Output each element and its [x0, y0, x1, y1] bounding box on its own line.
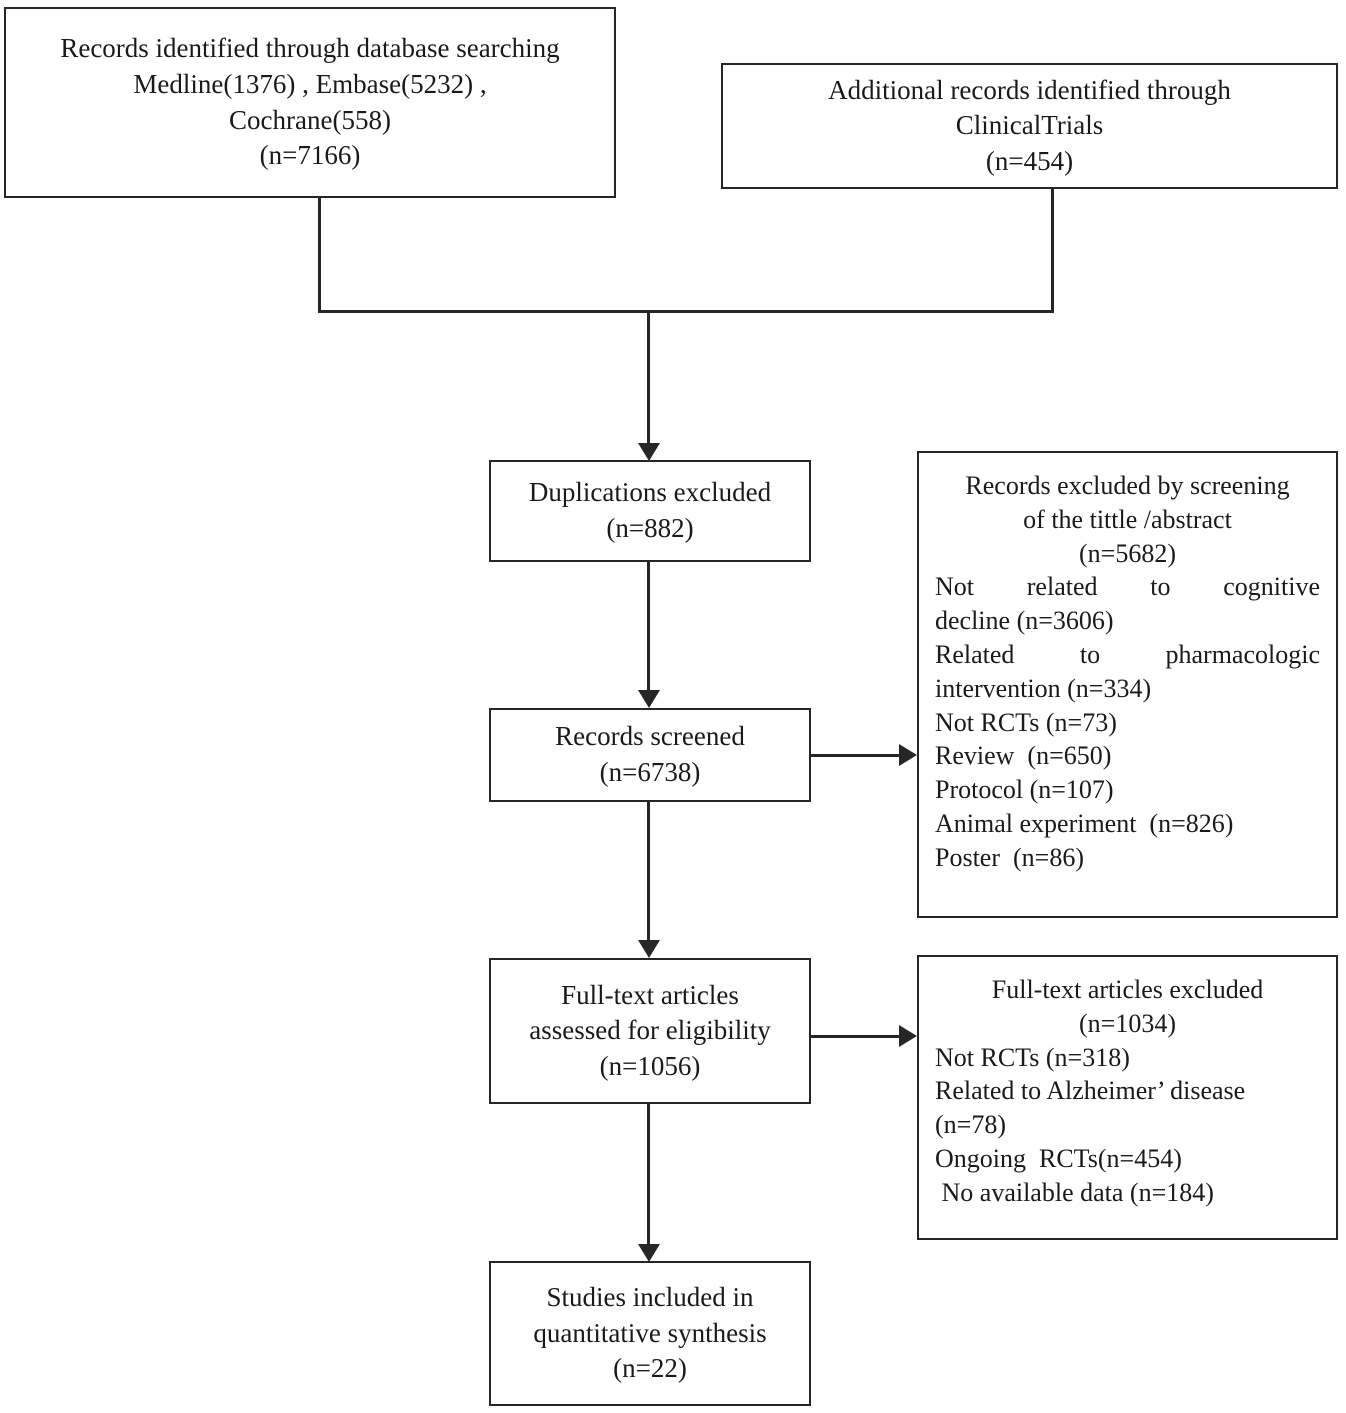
screening-excluded-line-12: Poster (n=86): [935, 842, 1084, 872]
additional-records-line-3: (n=454): [985, 145, 1074, 176]
screening-excluded-line-6: Related to pharmacologic: [935, 639, 1320, 669]
arrowhead-to-records-screened: [638, 690, 660, 708]
fulltext-assessed-line-2: assessed for eligibility: [529, 1015, 771, 1046]
box-records-screened: Records screened (n=6738): [489, 708, 811, 802]
screening-excluded-line-4: Not related to cognitive: [935, 572, 1320, 602]
records-identified-database-line-4: (n=7166): [259, 140, 361, 171]
box-records-identified-database: Records identified through database sear…: [4, 7, 616, 198]
box-full-text-articles-assessed: Full-text articles assessed for eligibil…: [489, 958, 811, 1104]
connector-merge-horizontal: [318, 310, 1054, 313]
arrowhead-to-fulltext-excluded: [899, 1025, 917, 1047]
fulltext-excluded-line-1: Full-text articles excluded: [991, 975, 1264, 1004]
connector-fulltext-to-included: [647, 1104, 650, 1246]
duplications-excluded-line-2: (n=882): [606, 513, 694, 543]
fulltext-excluded-line-6: Ongoing RCTs(n=454): [935, 1143, 1182, 1173]
records-identified-database-line-2: Medline(1376) , Embase(5232) ,: [133, 68, 487, 99]
box-records-excluded-screening: Records excluded by screening of the tit…: [917, 451, 1338, 918]
fulltext-excluded-line-3: Not RCTs (n=318): [935, 1042, 1130, 1072]
duplications-excluded-line-1: Duplications excluded: [528, 477, 772, 508]
connector-right-identified-down: [1051, 189, 1054, 312]
fulltext-excluded-line-5: (n=78): [935, 1110, 1006, 1140]
box-additional-records-clinicaltrials: Additional records identified through Cl…: [721, 63, 1338, 189]
records-identified-database-line-1: Records identified through database sear…: [60, 33, 560, 64]
screening-excluded-line-8: Not RCTs (n=73): [935, 707, 1117, 737]
connector-screened-to-fulltext: [647, 802, 650, 942]
screening-excluded-line-7: intervention (n=334): [935, 673, 1152, 703]
connector-merge-down: [647, 310, 650, 445]
screening-excluded-line-5: decline (n=3606): [935, 606, 1114, 636]
fulltext-excluded-line-7: No available data (n=184): [935, 1177, 1214, 1207]
records-screened-line-2: (n=6738): [599, 757, 701, 787]
additional-records-line-2: ClinicalTrials: [955, 110, 1104, 141]
arrowhead-to-duplications: [638, 443, 660, 461]
fulltext-excluded-line-2: (n=1034): [1079, 1008, 1176, 1038]
records-screened-line-1: Records screened: [555, 721, 745, 752]
studies-included-line-1: Studies included in: [546, 1282, 754, 1313]
screening-excluded-line-10: Protocol (n=107): [935, 775, 1114, 805]
arrowhead-to-fulltext-assessed: [638, 940, 660, 958]
screening-excluded-line-11: Animal experiment (n=826): [935, 808, 1234, 838]
box-full-text-articles-excluded: Full-text articles excluded (n=1034) Not…: [917, 955, 1338, 1240]
arrowhead-to-studies-included: [638, 1244, 660, 1262]
fulltext-excluded-line-4: Related to Alzheimer’ disease: [935, 1076, 1246, 1106]
studies-included-line-2: quantitative synthesis: [533, 1317, 767, 1348]
screening-excluded-line-2: of the tittle /abstract: [1023, 504, 1232, 534]
screening-excluded-line-9: Review (n=650): [935, 741, 1112, 771]
fulltext-assessed-line-1: Full-text articles: [561, 979, 739, 1010]
arrowhead-to-screening-excluded: [899, 744, 917, 766]
studies-included-line-3: (n=22): [613, 1353, 687, 1384]
screening-excluded-line-1: Records excluded by screening: [965, 471, 1290, 500]
connector-duplications-to-screened: [647, 562, 650, 692]
connector-screened-to-excluded: [811, 754, 901, 757]
connector-fulltext-to-excluded: [811, 1035, 901, 1038]
additional-records-line-1: Additional records identified through: [828, 74, 1231, 105]
screening-excluded-line-3: (n=5682): [1079, 538, 1176, 568]
records-identified-database-line-3: Cochrane(558): [229, 104, 391, 135]
connector-left-identified-down: [318, 198, 321, 312]
box-duplications-excluded: Duplications excluded (n=882): [489, 460, 811, 562]
fulltext-assessed-line-3: (n=1056): [599, 1050, 701, 1081]
box-studies-included: Studies included in quantitative synthes…: [489, 1261, 811, 1406]
